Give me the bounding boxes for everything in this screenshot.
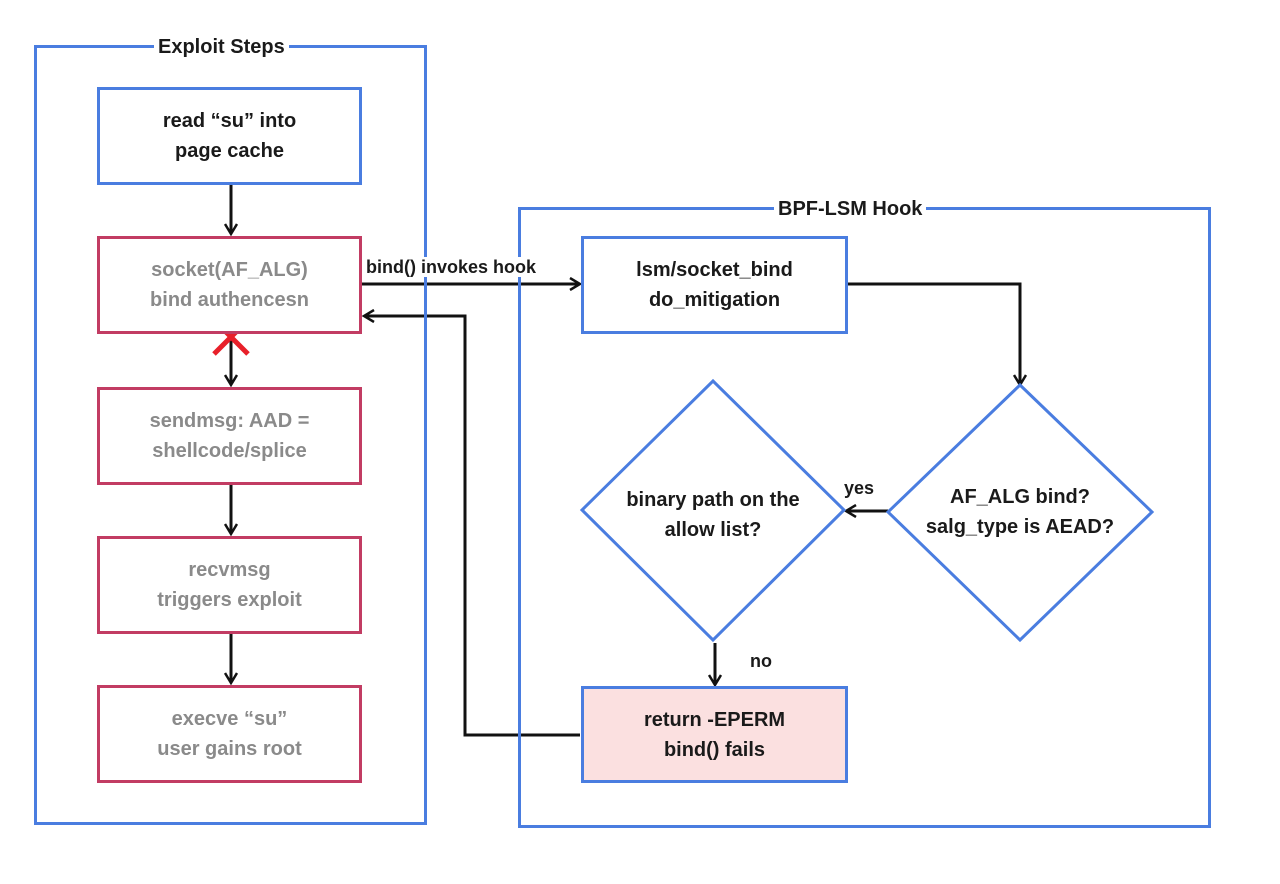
step-socket-bind-line2: bind authencesn (150, 289, 309, 311)
step-recvmsg-line1: recvmsg (188, 559, 271, 581)
bind-invokes-hook-label: bind() invokes hook (366, 257, 537, 277)
decision-aead-diamond (885, 382, 1155, 643)
step-execve-line2: user gains root (157, 738, 302, 760)
arrow-eperm-return (364, 316, 580, 737)
exploit-steps-title: Exploit Steps (154, 36, 289, 58)
result-line2: bind() fails (663, 738, 766, 761)
step-execve-line1: execve “su” (171, 708, 288, 730)
decision-allow-diamond (579, 378, 847, 643)
step-read-su-line1: read “su” into (162, 110, 297, 132)
step-read-su-line2: page cache (175, 140, 284, 162)
result-line1: return -EPERM (643, 708, 786, 731)
step-recvmsg: recvmsg triggers exploit (97, 536, 362, 634)
decision-allow-text: binary path on the allow list? (626, 489, 800, 541)
step-socket-bind: socket(AF_ALG) bind authencesn (97, 236, 362, 334)
step-read-su: read “su” into page cache (97, 87, 362, 185)
return-eperm-box: return -EPERM bind() fails (581, 686, 848, 783)
step-execve: execve “su” user gains root (97, 685, 362, 783)
step-sendmsg: sendmsg: AAD = shellcode/splice (97, 387, 362, 485)
step-recvmsg-line2: triggers exploit (157, 589, 302, 611)
lsm-entry-line2: do_mitigation (648, 289, 781, 311)
step-sendmsg-line1: sendmsg: AAD = (149, 410, 310, 432)
lsm-entry-line1: lsm/socket_bind (636, 259, 793, 281)
yes-label: yes (844, 478, 875, 498)
lsm-socket-bind-box: lsm/socket_bind do_mitigation (581, 236, 848, 334)
bpf-lsm-hook-title: BPF-LSM Hook (774, 198, 927, 220)
no-label: no (750, 651, 772, 671)
step-socket-bind-line1: socket(AF_ALG) (151, 259, 308, 281)
arrow-hook-to-aead-decision (848, 282, 1020, 385)
decision-aead-text: AF_ALG bind? salg_type is AEAD? (925, 486, 1115, 538)
step-sendmsg-line2: shellcode/splice (152, 440, 307, 462)
